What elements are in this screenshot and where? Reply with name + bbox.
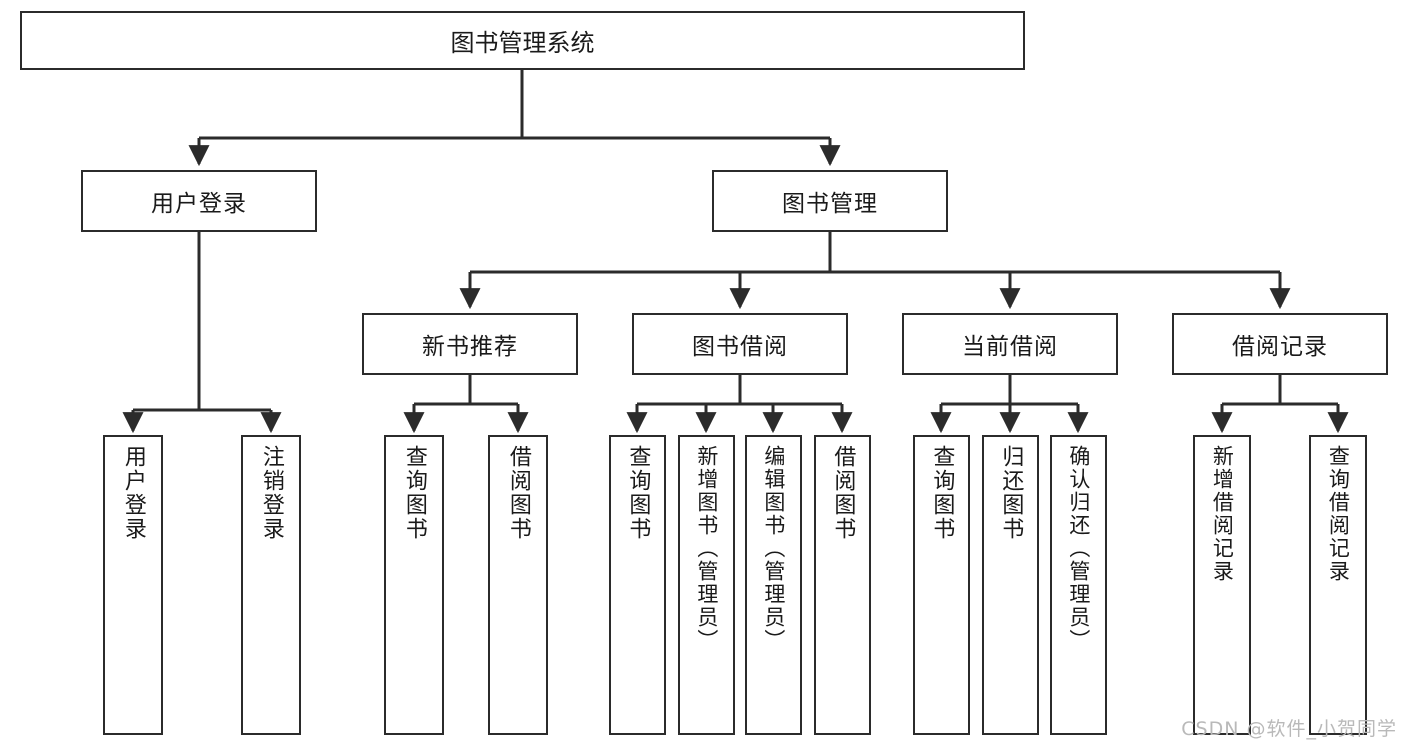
node-user-login[interactable]: 用户登录	[81, 170, 317, 232]
node-label: 注销登录	[258, 445, 284, 541]
node-label: 图书借阅	[692, 334, 788, 360]
node-label: 新增图书（管理员）	[694, 445, 719, 652]
node-label: 编辑图书（管理员）	[761, 445, 786, 652]
node-label: 查询图书	[401, 445, 427, 541]
node-root-system[interactable]: 图书管理系统	[20, 11, 1025, 70]
leaf-query-borrow-record[interactable]: 查询借阅记录	[1309, 435, 1367, 735]
node-label: 当前借阅	[962, 334, 1058, 360]
leaf-confirm-return-admin[interactable]: 确认归还（管理员）	[1050, 435, 1107, 735]
leaf-logout[interactable]: 注销登录	[241, 435, 301, 735]
leaf-user-login[interactable]: 用户登录	[103, 435, 163, 735]
leaf-borrow-book-borrow[interactable]: 借阅图书	[814, 435, 871, 735]
node-borrow-record[interactable]: 借阅记录	[1172, 313, 1388, 375]
node-label: 用户登录	[151, 191, 247, 217]
node-label: 查询图书	[929, 445, 955, 541]
node-label: 图书管理系统	[450, 29, 595, 57]
leaf-return-book[interactable]: 归还图书	[982, 435, 1039, 735]
node-label: 借阅记录	[1232, 334, 1328, 360]
node-label: 用户登录	[120, 445, 146, 541]
node-label: 图书管理	[782, 191, 878, 217]
leaf-edit-book-admin[interactable]: 编辑图书（管理员）	[745, 435, 802, 735]
node-label: 新书推荐	[422, 334, 518, 360]
leaf-query-book-borrow[interactable]: 查询图书	[609, 435, 666, 735]
watermark-text: CSDN @软件_小贺同学	[1181, 718, 1397, 740]
leaf-borrow-book-recommend[interactable]: 借阅图书	[488, 435, 548, 735]
node-label: 新增借阅记录	[1210, 445, 1235, 583]
node-book-borrow[interactable]: 图书借阅	[632, 313, 848, 375]
leaf-query-book-recommend[interactable]: 查询图书	[384, 435, 444, 735]
node-label: 归还图书	[998, 445, 1024, 541]
node-new-book-recommend[interactable]: 新书推荐	[362, 313, 578, 375]
leaf-query-book-current[interactable]: 查询图书	[913, 435, 970, 735]
node-label: 查询借阅记录	[1326, 445, 1351, 583]
node-book-management[interactable]: 图书管理	[712, 170, 948, 232]
node-current-borrow[interactable]: 当前借阅	[902, 313, 1118, 375]
leaf-add-book-admin[interactable]: 新增图书（管理员）	[678, 435, 735, 735]
node-label: 确认归还（管理员）	[1066, 445, 1091, 652]
node-label: 借阅图书	[830, 445, 856, 541]
node-label: 查询图书	[625, 445, 651, 541]
leaf-add-borrow-record[interactable]: 新增借阅记录	[1193, 435, 1251, 735]
node-label: 借阅图书	[505, 445, 531, 541]
